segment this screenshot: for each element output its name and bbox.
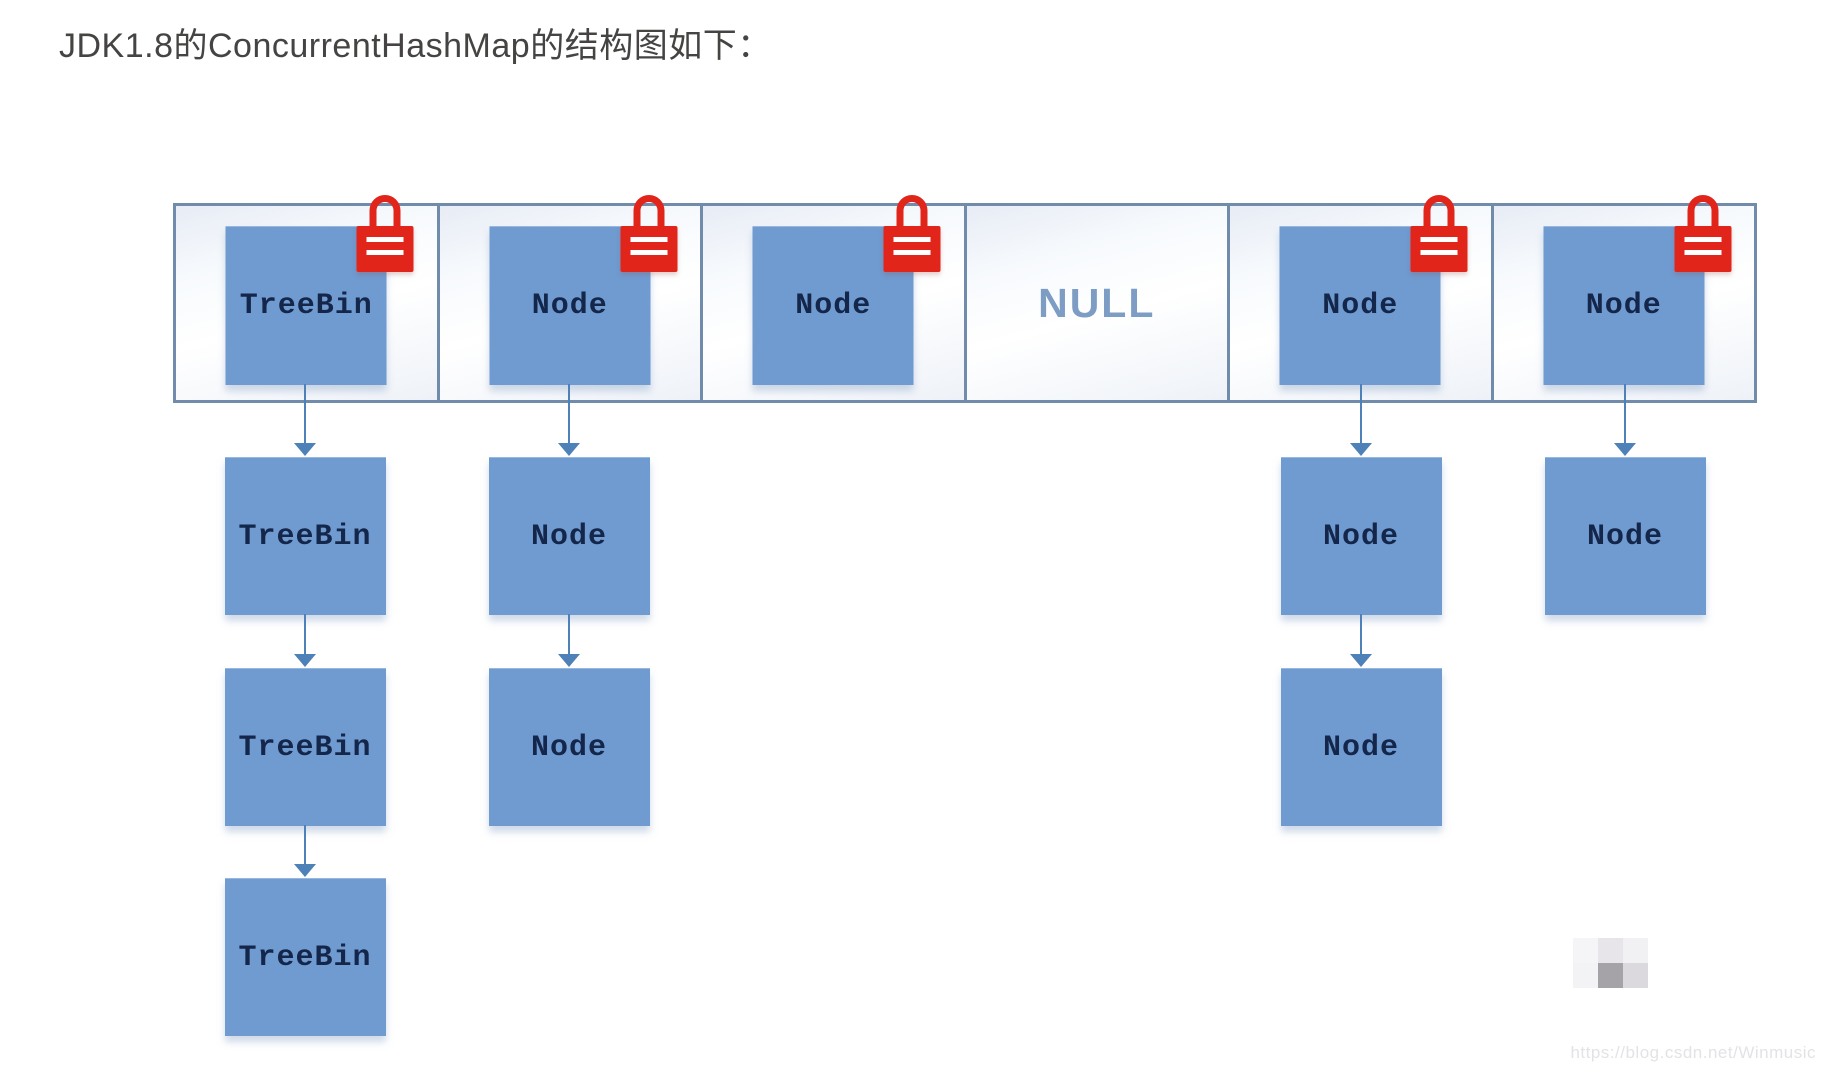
lock-stripe xyxy=(366,250,404,255)
node-label: TreeBin xyxy=(238,730,372,765)
bucket-cell-3: NULL xyxy=(966,206,1230,400)
lock-stripe xyxy=(893,250,931,255)
lock-stripe xyxy=(1420,237,1458,242)
arrow-down-icon xyxy=(294,614,316,667)
node-label: Node xyxy=(531,289,608,323)
node-label: Node xyxy=(795,289,872,323)
node-label: Node xyxy=(1322,519,1399,554)
node-label: TreeBin xyxy=(238,940,372,975)
logo-pixel xyxy=(1573,963,1598,988)
lock-icon xyxy=(1674,195,1732,272)
lock-body xyxy=(883,226,941,272)
bucket-box: Node xyxy=(752,195,941,385)
arrow-head xyxy=(1350,443,1372,456)
csdn-watermark-logo xyxy=(1573,938,1648,988)
node-label: TreeBin xyxy=(239,289,373,323)
lock-body xyxy=(356,226,414,272)
arrow-line xyxy=(304,825,306,866)
arrow-line xyxy=(1360,384,1362,445)
node-label: Node xyxy=(1586,519,1663,554)
logo-pixel xyxy=(1598,938,1623,963)
arrow-down-icon xyxy=(558,384,580,456)
arrow-down-icon xyxy=(1614,384,1636,456)
chain-box: Node xyxy=(1280,457,1442,615)
arrow-line xyxy=(1360,614,1362,656)
bucket-box: TreeBin xyxy=(225,195,414,385)
lock-stripe xyxy=(630,250,668,255)
arrow-head xyxy=(294,654,316,667)
lock-icon xyxy=(883,195,941,272)
arrow-line xyxy=(1624,384,1626,445)
bucket-cell-1: Node xyxy=(439,195,703,400)
lock-icon xyxy=(620,195,678,272)
arrow-line xyxy=(568,614,570,656)
arrow-head xyxy=(558,443,580,456)
lock-body xyxy=(1410,226,1468,272)
lock-stripe xyxy=(893,237,931,242)
arrow-down-icon xyxy=(294,384,316,456)
node-label: Node xyxy=(530,730,607,765)
arrow-line xyxy=(304,384,306,445)
watermark-url: https://blog.csdn.net/Winmusic xyxy=(1570,1043,1816,1062)
arrow-down-icon xyxy=(558,614,580,667)
lock-icon xyxy=(1410,195,1468,272)
lock-stripe xyxy=(1684,237,1722,242)
arrow-down-icon xyxy=(294,825,316,877)
lock-stripe xyxy=(630,237,668,242)
chain-box: TreeBin xyxy=(224,878,386,1036)
logo-pixel xyxy=(1623,963,1648,988)
chain-box: TreeBin xyxy=(224,668,386,826)
arrow-head xyxy=(1614,443,1636,456)
arrow-head xyxy=(558,654,580,667)
page-title: JDK1.8的ConcurrentHashMap的结构图如下： xyxy=(59,27,772,65)
lock-stripe xyxy=(366,237,404,242)
arrow-line xyxy=(304,614,306,656)
node-label: Node xyxy=(1322,289,1399,323)
bucket-cell-5: Node xyxy=(1493,195,1754,400)
lock-body xyxy=(620,226,678,272)
arrow-head xyxy=(294,864,316,877)
bucket-box: Node xyxy=(489,195,678,385)
lock-icon xyxy=(356,195,414,272)
bucket-cell-4: Node xyxy=(1230,195,1494,400)
arrow-head xyxy=(1350,654,1372,667)
logo-pixel xyxy=(1623,938,1648,963)
chain-box: Node xyxy=(1280,668,1442,826)
node-label: Node xyxy=(1585,289,1662,323)
bucket-cell-0: TreeBin xyxy=(176,195,440,400)
null-label: NULL xyxy=(1038,279,1156,326)
lock-body xyxy=(1674,226,1732,272)
arrow-line xyxy=(568,384,570,445)
node-label: TreeBin xyxy=(238,519,372,554)
chain-box: TreeBin xyxy=(224,457,386,615)
arrow-down-icon xyxy=(1350,384,1372,456)
logo-pixel xyxy=(1573,938,1598,963)
arrow-down-icon xyxy=(1350,614,1372,667)
chain-box: Node xyxy=(1544,457,1706,615)
bucket-box: Node xyxy=(1543,195,1732,385)
lock-stripe xyxy=(1684,250,1722,255)
node-label: Node xyxy=(1322,730,1399,765)
bucket-cell-2: Node xyxy=(703,195,967,400)
arrow-head xyxy=(294,443,316,456)
chain-box: Node xyxy=(488,668,650,826)
chain-box: Node xyxy=(488,457,650,615)
node-label: Node xyxy=(530,519,607,554)
bucket-box: Node xyxy=(1279,195,1468,385)
logo-pixel xyxy=(1598,963,1623,988)
bucket-array: TreeBin Node Node NULL Node Node xyxy=(173,195,1757,403)
lock-stripe xyxy=(1420,250,1458,255)
